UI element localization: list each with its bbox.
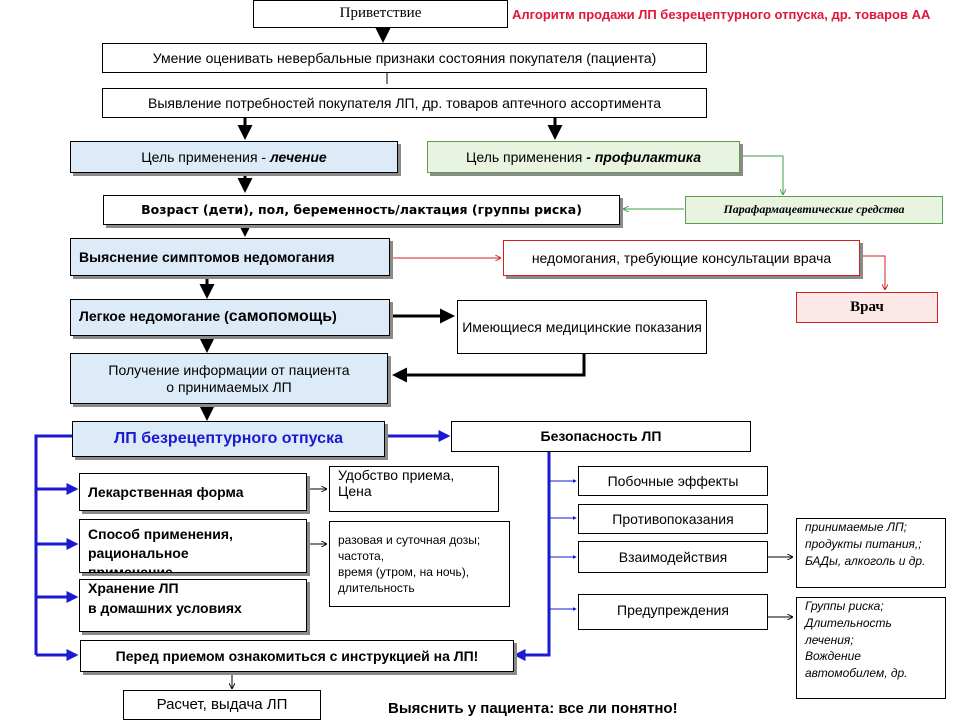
otc-box: ЛП безрецептурного отпуска — [72, 421, 385, 457]
indications-label: Имеющиеся медицинские показания — [462, 318, 702, 335]
doctor-box: Врач — [796, 292, 938, 323]
arrow-consult-doctor — [860, 255, 885, 289]
goal-treatment-label: Цель применения - лечение — [141, 149, 326, 165]
goal-prevention-prefix: Цель применения — [466, 148, 587, 165]
goal-prevention-label: Цель применения - профилактика — [466, 149, 701, 165]
risk-groups-box: Возраст (дети), пол, беременность/лактац… — [103, 195, 620, 225]
contraindications-label: Противопоказания — [612, 510, 734, 527]
info-line-2: о принимаемых ЛП — [166, 378, 292, 395]
warnings-detail-line-2: Длительность — [805, 615, 892, 630]
method-box: Способ применения, рациональное применен… — [79, 519, 307, 573]
method-line-1: Способ применения, — [88, 526, 233, 542]
info-line-1: Получение информации от пациента — [108, 362, 350, 379]
info-box: Получение информации от пациента о прини… — [70, 353, 388, 404]
warnings-box: Предупреждения — [578, 594, 768, 630]
side-effects-box: Побочные эффекты — [578, 466, 768, 496]
dispense-box: Расчет, выдача ЛП — [123, 690, 321, 720]
warnings-detail-line-4: Вождение — [805, 649, 861, 664]
instruction-label: Перед приемом ознакомиться с инструкцией… — [115, 647, 479, 664]
greeting-box: Приветствие — [253, 0, 508, 28]
dose-line-3: время (утром, на ночь), — [338, 565, 470, 579]
mild-suffix: ) — [332, 308, 337, 325]
goal-prevention-box: Цель применения - профилактика — [427, 141, 740, 173]
indications-box: Имеющиеся медицинские показания — [457, 300, 707, 354]
goal-treatment-prefix: Цель применения - — [141, 148, 270, 165]
safety-label: Безопасность ЛП — [540, 428, 662, 445]
dose-line-2: частота, — [338, 548, 385, 563]
blue-left-bracket — [34, 434, 72, 655]
dispense-label: Расчет, выдача ЛП — [156, 696, 288, 714]
safety-box: Безопасность ЛП — [451, 421, 751, 452]
parapharm-box: Парафармацевтические средства — [685, 196, 943, 224]
blue-right-bracket — [513, 452, 551, 661]
interactions-detail-line-1: принимаемые ЛП; — [805, 520, 907, 534]
interactions-detail-line-2: продукты питания,; — [805, 536, 922, 551]
interactions-box: Взаимодействия — [578, 541, 768, 573]
otc-label: ЛП безрецептурного отпуска — [114, 429, 343, 447]
mild-label: Легкое недомогание (самопомощь) — [79, 308, 337, 326]
parapharm-label: Парафармацевтические средства — [723, 202, 905, 217]
contraindications-box: Противопоказания — [578, 504, 768, 534]
goal-treatment-emphasis: лечение — [270, 148, 327, 165]
warnings-label: Предупреждения — [617, 602, 729, 618]
dosage-form-label: Лекарственная форма — [88, 483, 244, 500]
diagram-title: Алгоритм продажи ЛП безрецептурного отпу… — [512, 7, 931, 22]
method-line-2: рациональное — [88, 545, 189, 562]
consult-label: недомогания, требующие консультации врач… — [531, 249, 832, 266]
greeting-label: Приветствие — [339, 5, 422, 22]
goal-prevention-emphasis: - профилактика — [586, 148, 701, 165]
nonverbal-box: Умение оценивать невербальные признаки с… — [102, 43, 707, 73]
needs-label: Выявление потребностей покупателя ЛП, др… — [147, 94, 661, 111]
arrow-prevention-parapharm — [741, 155, 783, 194]
storage-line-1: Хранение ЛП — [88, 580, 179, 596]
storage-line-2: в домашних условиях — [88, 600, 242, 617]
footer-note: Выяснить у пациента: все ли понятно! — [388, 700, 678, 717]
convenience-line-2: Цена — [338, 483, 372, 500]
symptoms-box: Выяснение симптомов недомогания — [70, 238, 390, 276]
doctor-label: Врач — [850, 298, 884, 315]
needs-box: Выявление потребностей покупателя ЛП, др… — [102, 88, 707, 118]
dose-line-4: длительность — [338, 581, 415, 596]
risk-groups-label: Возраст (дети), пол, беременность/лактац… — [141, 201, 582, 217]
storage-box: Хранение ЛП в домашних условиях — [79, 579, 307, 632]
mild-box: Легкое недомогание (самопомощь) — [70, 299, 390, 336]
interactions-detail-line-3: БАДы, алкоголь и др. — [805, 553, 926, 568]
convenience-line-1: Удобство приема, — [338, 467, 455, 483]
dose-line-1: разовая и суточная дозы; — [338, 532, 481, 547]
dose-box: разовая и суточная дозы; частота, время … — [329, 521, 510, 607]
side-effects-label: Побочные эффекты — [607, 472, 739, 489]
convenience-box: Удобство приема, Цена — [329, 466, 499, 512]
mild-emphasis: самопомощь — [228, 308, 333, 326]
warnings-detail-line-5: автомобилем, др. — [805, 666, 908, 681]
interactions-label: Взаимодействия — [618, 549, 728, 565]
mild-prefix: Легкое недомогание ( — [79, 308, 229, 325]
instruction-box: Перед приемом ознакомиться с инструкцией… — [80, 640, 514, 672]
method-line-3: применение — [88, 564, 173, 573]
nonverbal-label: Умение оценивать невербальные признаки с… — [152, 49, 657, 66]
warnings-detail-box: Группы риска; Длительность лечения; Вожд… — [796, 597, 946, 699]
symptoms-label: Выяснение симптомов недомогания — [79, 248, 335, 265]
consult-box: недомогания, требующие консультации врач… — [503, 240, 860, 276]
interactions-detail-box: принимаемые ЛП; продукты питания,; БАДы,… — [796, 518, 946, 588]
warnings-detail-line-1: Группы риска; — [805, 599, 884, 613]
goal-treatment-box: Цель применения - лечение — [70, 141, 398, 173]
warnings-detail-line-3: лечения; — [805, 632, 854, 647]
arrow-indications-info — [392, 354, 586, 383]
dosage-form-box: Лекарственная форма — [79, 473, 307, 511]
